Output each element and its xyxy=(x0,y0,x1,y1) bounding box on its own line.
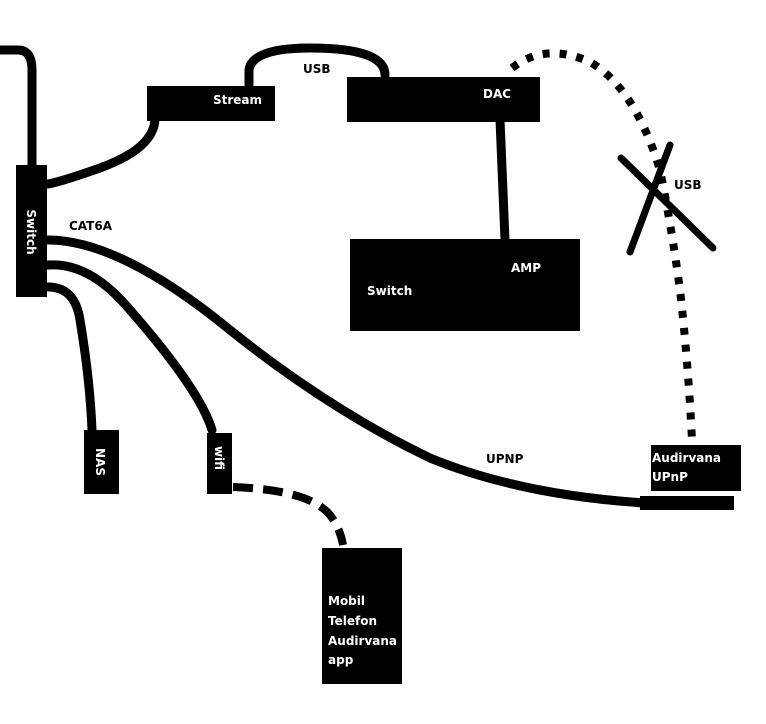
node-audirvana-upnp: Audirvana UPnP xyxy=(640,445,741,510)
cable-switch-to-audirvana-cat6a xyxy=(43,235,650,508)
mobile-label-line3: Audirvana xyxy=(328,634,397,648)
audirvana-label-line1: Audirvana xyxy=(652,451,721,465)
stream-label: Stream xyxy=(213,93,262,107)
cable-offscreen-to-switch xyxy=(0,45,37,173)
cat6a-label: CAT6A xyxy=(69,219,113,233)
node-stream: Stream xyxy=(147,86,275,121)
mobile-label-line1: Mobil xyxy=(328,594,365,608)
node-nas: NAS xyxy=(84,430,119,494)
wifi-label: wifi xyxy=(212,446,226,470)
mobile-label-line4: app xyxy=(328,653,354,667)
mobile-label-line2: Telefon xyxy=(328,614,377,628)
dac-label: DAC xyxy=(483,87,511,101)
upnp-label: UPNP xyxy=(486,452,524,466)
node-dac: DAC xyxy=(347,77,540,122)
usb-label-crossed: USB xyxy=(674,178,702,192)
cable-switch-to-stream xyxy=(43,113,160,189)
cable-switch-to-wifi xyxy=(43,260,217,435)
node-amp: AMP Switch xyxy=(350,239,580,331)
cross-out-mark-b xyxy=(626,141,674,256)
amp-label: AMP xyxy=(511,261,541,275)
node-wifi: wifi xyxy=(207,433,232,494)
cable-switch-to-nas xyxy=(43,282,97,435)
wifi-link-dashed xyxy=(232,483,347,546)
nas-label: NAS xyxy=(93,448,107,476)
cable-stream-to-dac-usb xyxy=(244,43,390,90)
audirvana-label-line2: UPnP xyxy=(652,470,688,484)
cross-out-mark-a xyxy=(617,154,717,252)
amp-switch-label: Switch xyxy=(367,284,412,298)
audirvana-device-base xyxy=(640,496,734,510)
node-switch-main: Switch xyxy=(16,165,47,297)
cable-dac-to-amp xyxy=(495,115,510,245)
switch-main-label: Switch xyxy=(24,209,38,254)
usb-label-stream-dac: USB xyxy=(303,62,331,76)
node-mobile-phone: Mobil Telefon Audirvana app xyxy=(322,548,402,684)
